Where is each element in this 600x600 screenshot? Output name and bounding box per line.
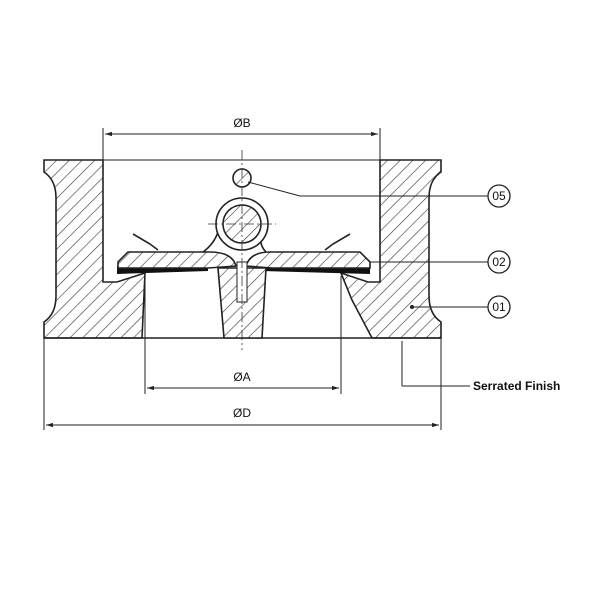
- disc-lug-left: [132, 233, 159, 251]
- balloon-01: 01: [410, 295, 511, 319]
- serrated-finish-label: Serrated Finish: [473, 379, 560, 393]
- dimension-b: ØB: [102, 116, 381, 160]
- dimension-b-label: ØB: [233, 116, 250, 130]
- dimension-d-label: ØD: [233, 406, 251, 420]
- disc-right: [244, 251, 371, 269]
- body-right-section: [339, 159, 442, 339]
- dimension-a-label: ØA: [233, 370, 250, 384]
- valve-body: [43, 159, 442, 339]
- balloon-02: 02: [370, 250, 511, 274]
- disc-lug-right: [324, 233, 351, 251]
- serrated-finish-note: Serrated Finish: [401, 341, 560, 393]
- disc-plates: [117, 231, 371, 269]
- balloon-05-label: 05: [492, 189, 506, 203]
- balloon-05: 05: [247, 181, 511, 208]
- balloon-01-label: 01: [492, 300, 506, 314]
- dimension-a: ØA: [144, 338, 342, 394]
- disc-left: [117, 251, 238, 269]
- dimension-d: ØD: [43, 338, 442, 430]
- balloon-02-label: 02: [492, 255, 506, 269]
- body-left-section: [43, 159, 146, 339]
